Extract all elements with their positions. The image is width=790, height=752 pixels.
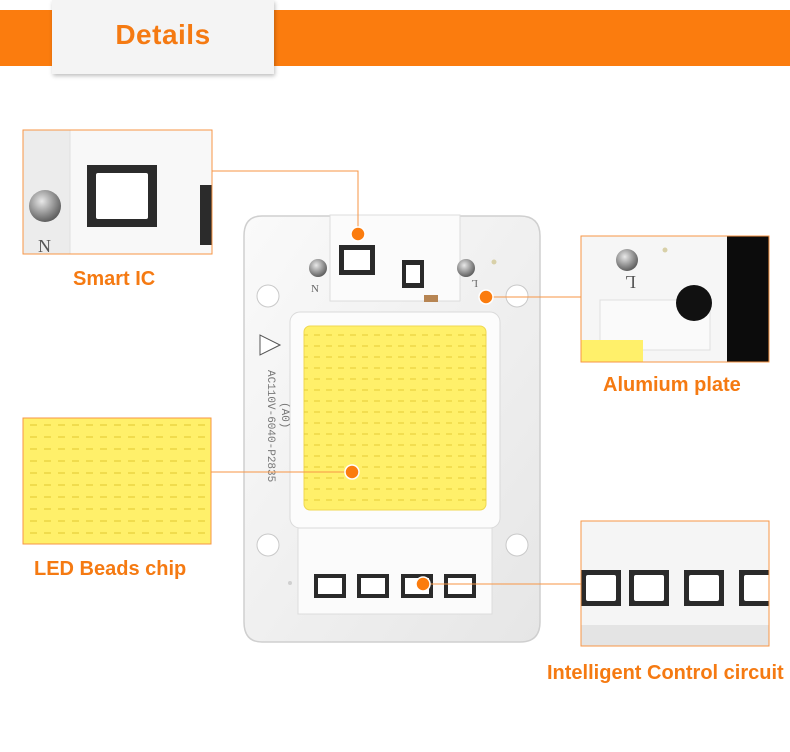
- mounting-hole: [505, 284, 529, 308]
- aluminium-plate-zoom: L: [580, 235, 770, 363]
- resistor: [424, 295, 438, 302]
- zoom-l-label: L: [625, 272, 636, 292]
- aluminium-plate-marker: [478, 289, 494, 305]
- aluminium-plate-label: Alumium plate: [603, 374, 741, 396]
- terminal-screw: [309, 259, 327, 277]
- smart-ic-marker: [350, 226, 366, 242]
- mounting-hole: [256, 533, 280, 557]
- l-terminal-label: L: [471, 277, 478, 289]
- n-terminal-label: N: [311, 283, 319, 295]
- smart-ic-label: Smart IC: [73, 268, 156, 290]
- smart-ic-zoom: N: [22, 129, 213, 256]
- header-title: Details: [115, 19, 211, 50]
- control-circuit-label: Intelligent Control circuit: [547, 662, 784, 684]
- control-circuit-zoom: [580, 520, 770, 647]
- led-chip-label: LED Beads chip: [34, 558, 187, 580]
- board-model-text: AC110V-6040-P2835: [264, 370, 276, 482]
- callout-lines: [211, 170, 581, 585]
- mounting-hole: [256, 284, 280, 308]
- led-chip-zoom: [22, 417, 212, 545]
- board-version-text: (A0): [278, 402, 290, 428]
- cob-led-board: N L AC110V-6040-P2835 (A0): [243, 214, 541, 643]
- mounting-hole: [505, 533, 529, 557]
- zoom-n-label: N: [38, 236, 51, 256]
- terminal-screw: [457, 259, 475, 277]
- control-circuit-marker: [415, 576, 431, 592]
- led-chip-marker: [344, 464, 360, 480]
- details-tab: Details: [52, 0, 274, 74]
